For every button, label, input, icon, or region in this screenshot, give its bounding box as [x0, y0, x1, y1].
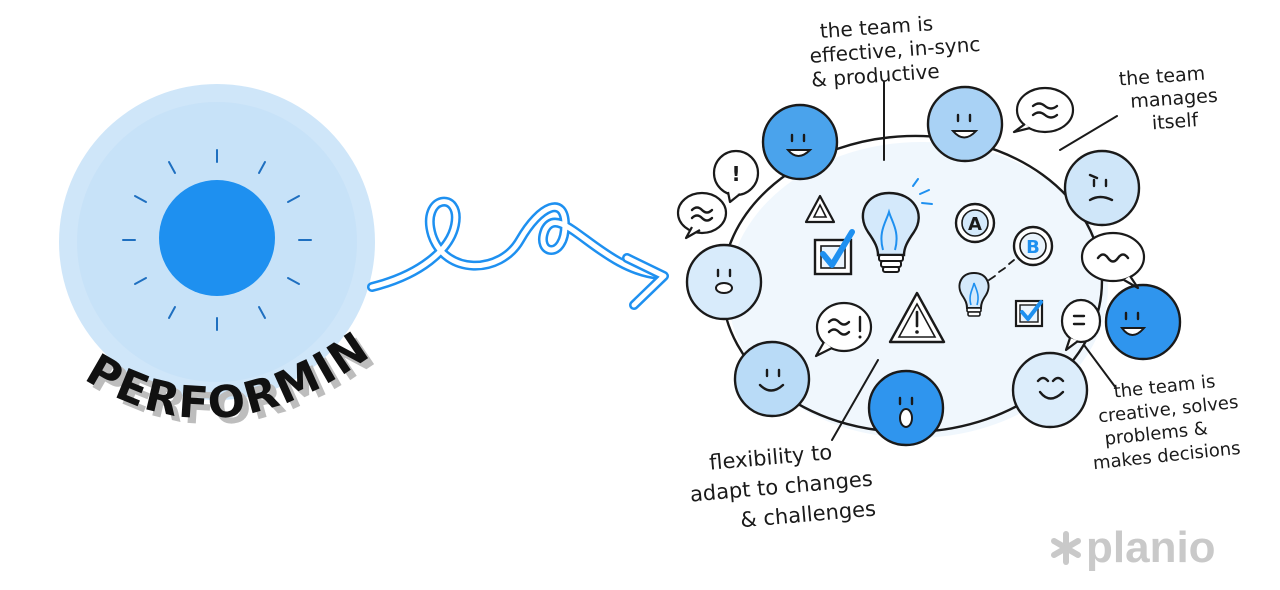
leader-team-creative — [1083, 344, 1117, 389]
team-member-bottom-left — [733, 340, 811, 418]
annotation-flexibility-line-3: & challenges — [739, 497, 876, 533]
annotation-team-creative: the team is creative, solves problems & … — [1085, 368, 1250, 474]
leader-flexibility — [831, 359, 879, 441]
warning-triangle-large-icon — [888, 291, 946, 344]
team-member-top-left — [761, 103, 839, 181]
checkbox-checked-small-icon — [1014, 299, 1044, 328]
letter-b-badge-icon: B — [1012, 225, 1054, 267]
exclamation-mark: ! — [731, 162, 740, 186]
annotation-team-manages: the team manages itself — [1118, 61, 1226, 136]
annotation-team-manages-line-2: manages — [1130, 85, 1219, 113]
sun-core — [159, 180, 275, 296]
annotation-flexibility-line-1: flexibility to — [708, 440, 833, 475]
logo-wordmark: planio — [1086, 523, 1216, 572]
sun-rays — [122, 149, 312, 331]
checkbox-checked-large-icon — [813, 229, 855, 276]
letter-b: B — [1026, 237, 1040, 258]
letter-a: A — [968, 214, 982, 235]
speech-bubble-squiggle-left — [676, 191, 728, 240]
planio-logo: planio — [1051, 523, 1216, 572]
team-member-bottom-right — [1011, 351, 1089, 429]
leader-team-manages — [1059, 115, 1118, 151]
speech-bubble-exclaim-top-left: ! — [712, 149, 760, 204]
team-member-bottom — [867, 369, 945, 447]
team-member-right — [1104, 283, 1182, 361]
annotation-team-manages-line-3: itself — [1151, 109, 1200, 134]
team-member-top — [926, 85, 1004, 163]
speech-bubble-top-right — [1012, 86, 1075, 134]
lightbulb-large-icon — [861, 178, 933, 273]
warning-triangle-small-icon — [804, 194, 836, 224]
team-member-right-top — [1063, 149, 1141, 227]
letter-a-badge-icon: A — [954, 202, 996, 244]
annotation-team-effective: the team is effective, in-sync & product… — [807, 8, 989, 92]
speech-bubble-lower-right — [1060, 298, 1102, 352]
curly-arrow — [367, 196, 669, 310]
asterisk-icon — [1051, 531, 1081, 565]
lightbulb-small-icon — [958, 259, 1015, 317]
speech-bubble-center-left — [814, 301, 873, 358]
annotation-flexibility: flexibility to adapt to changes & challe… — [686, 436, 883, 536]
team-member-left — [685, 243, 763, 321]
annotation-leader-lines — [831, 81, 1118, 441]
speech-bubble-right — [1080, 231, 1146, 290]
performing-sun-badge — [59, 84, 375, 400]
